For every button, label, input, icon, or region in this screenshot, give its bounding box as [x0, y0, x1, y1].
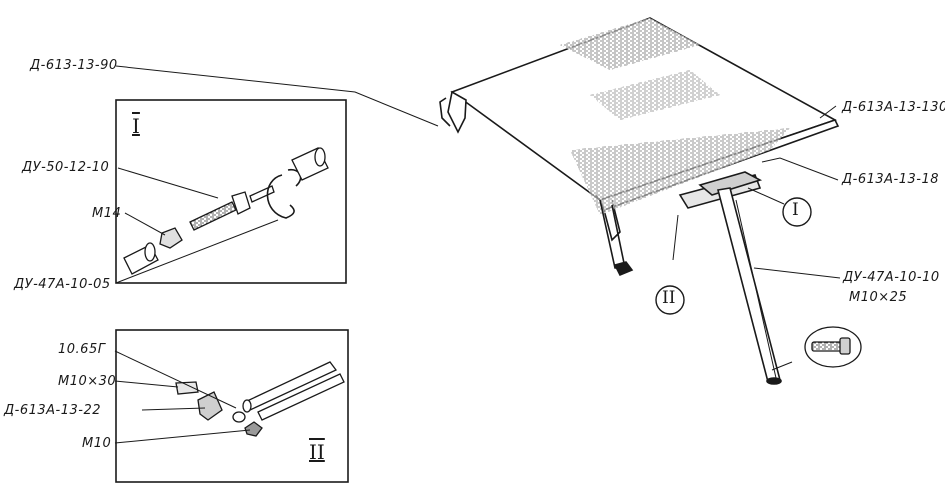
label-inset2-d: М10: [82, 436, 112, 451]
bolt-detail: [804, 326, 862, 368]
main-leaders: [115, 65, 841, 371]
inset-two-frame: [115, 329, 349, 483]
callout-two-numeral: II: [662, 288, 676, 308]
label-mid-right: Д-613А-13-18: [842, 172, 940, 187]
inset-one-numeral: I: [132, 114, 140, 138]
label-bolt-right: М10×25: [849, 290, 908, 305]
label-inset2-c: Д-613А-13-22: [4, 403, 102, 418]
label-rod-right: ДУ-47А-10-10: [843, 270, 940, 285]
inset-one-parts: [123, 147, 329, 275]
label-inset2-b: М10×30: [58, 374, 117, 389]
inset-one-frame: [115, 99, 347, 284]
canopy: [439, 17, 840, 385]
label-inset1-rod: ДУ-50-12-10: [22, 160, 110, 175]
inset-two-parts: [175, 361, 345, 437]
label-inset2-a: 10.65Г: [58, 342, 106, 357]
label-inset1-ring: ДУ-47А-10-05: [14, 277, 111, 292]
callout-one-numeral: I: [792, 200, 799, 220]
callouts: [655, 197, 812, 315]
inset-two-leaders: [114, 350, 251, 444]
label-inset1-nut: М14: [92, 206, 122, 221]
label-top-left: Д-613-13-90: [30, 58, 118, 73]
inset-two-numeral: II: [309, 440, 325, 464]
label-top-right: Д-613А-13-130: [842, 100, 945, 115]
inset-one-leaders: [115, 167, 279, 284]
